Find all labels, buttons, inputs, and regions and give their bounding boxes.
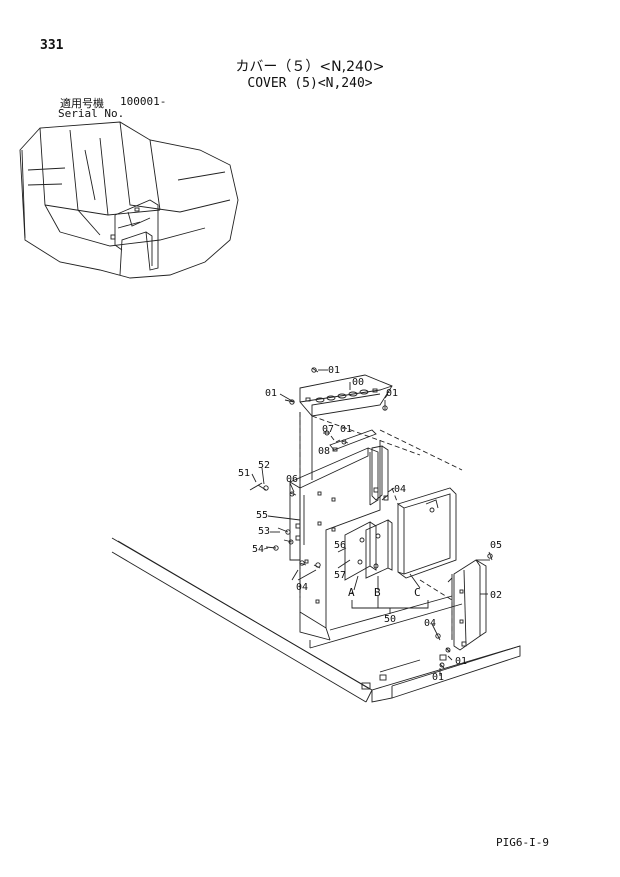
callout-51: 51 [238, 468, 250, 479]
bracket-07 [329, 429, 377, 452]
callout-52: 52 [258, 460, 270, 471]
callout-labels: 01 00 01 01 07 01 08 51 52 06 04 55 53 5… [238, 365, 502, 683]
serial-label-english: Serial No. [58, 107, 125, 120]
callout-01: 01 [455, 656, 467, 667]
callout-A: A [348, 586, 355, 599]
machine-overview-sketch [19, 121, 239, 279]
leader-lines [251, 369, 490, 676]
serial-label-japanese: 適用号機 [60, 97, 104, 110]
callout-00: 00 [352, 377, 364, 388]
callout-50: 50 [384, 614, 396, 625]
callout-01: 01 [432, 672, 444, 683]
callout-07: 07 [322, 424, 334, 435]
side-panel-02 [447, 559, 487, 651]
serial-number-range: 100001- [120, 95, 167, 108]
plate-B [365, 519, 393, 579]
cover-C [397, 487, 457, 579]
page-title-english: COVER (5)<N,240> [247, 76, 373, 91]
callout-08: 08 [318, 446, 330, 457]
drawing-code: PIG6-I-9 [496, 836, 549, 849]
callout-53: 53 [258, 526, 270, 537]
page-number: 331 [40, 38, 64, 53]
callout-57: 57 [334, 570, 346, 581]
rear-post [371, 445, 389, 501]
callout-01: 01 [386, 388, 398, 399]
callout-04: 04 [424, 618, 436, 629]
callout-06: 06 [286, 474, 298, 485]
callout-01: 01 [328, 365, 340, 376]
callout-54: 54 [252, 544, 264, 555]
top-cover-00 [299, 374, 393, 417]
callout-01: 01 [265, 388, 277, 399]
callout-56: 56 [334, 540, 346, 551]
callout-05: 05 [490, 540, 502, 551]
callout-04: 04 [296, 582, 308, 593]
callout-02: 02 [490, 590, 502, 601]
callout-04: 04 [394, 484, 406, 495]
callout-55: 55 [256, 510, 268, 521]
bolts [249, 367, 493, 669]
callout-01: 01 [340, 424, 352, 435]
base-frame [111, 537, 521, 703]
left-bracket [289, 447, 379, 561]
small-plate-A [344, 521, 377, 581]
page-title-japanese: カバー（５）<N,240> [235, 59, 385, 75]
callout-B: B [374, 586, 381, 599]
callout-C: C [414, 586, 421, 599]
